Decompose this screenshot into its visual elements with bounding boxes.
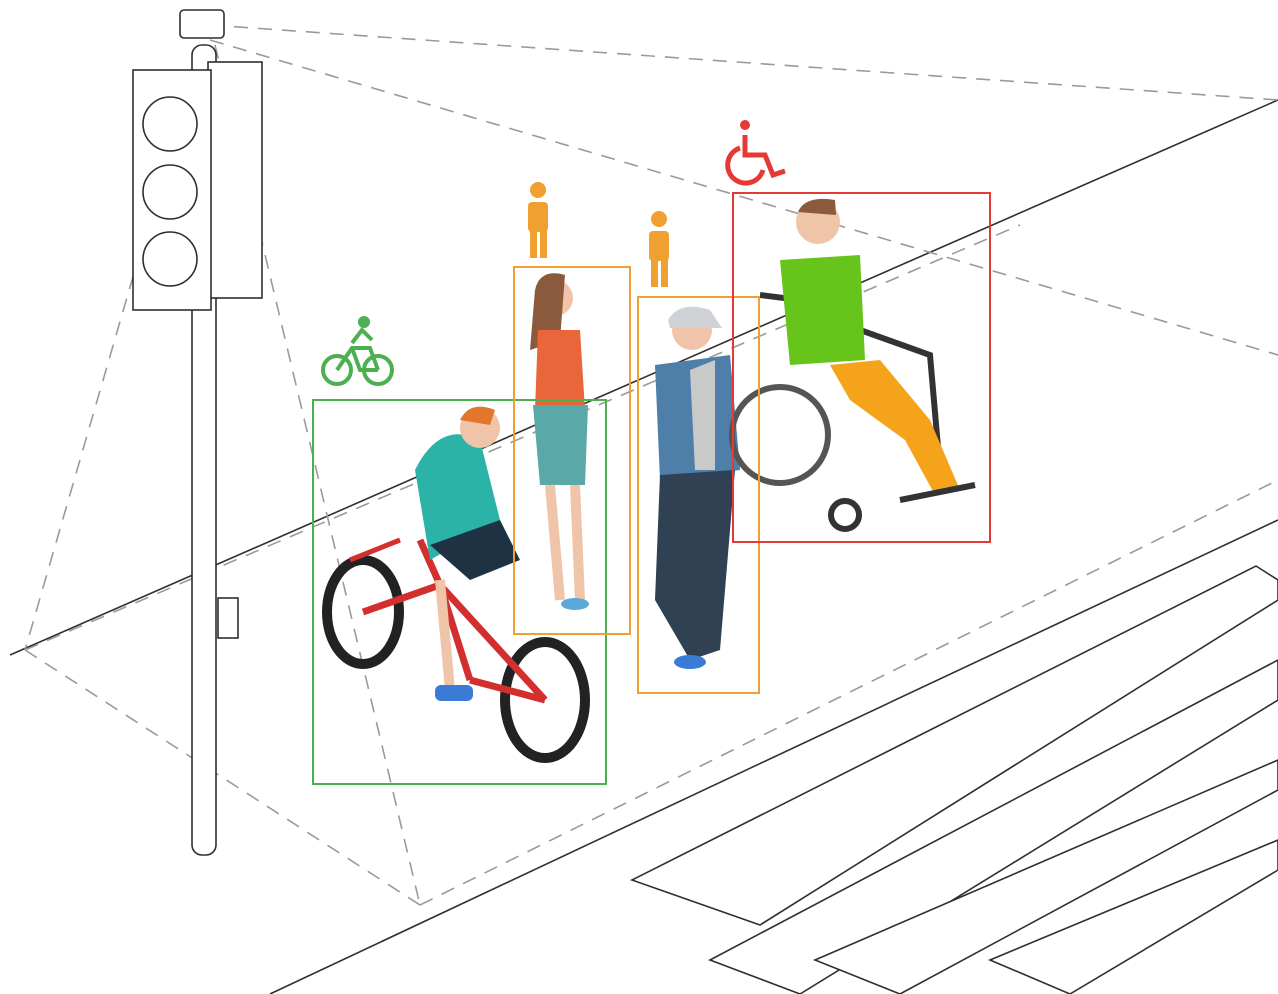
person-icon xyxy=(528,182,548,258)
road xyxy=(9,99,1278,994)
signal-lamp xyxy=(142,164,198,220)
pedestrian-woman-figure xyxy=(530,273,589,610)
person-icon xyxy=(649,211,669,287)
crosswalk-stripe xyxy=(708,659,1278,994)
pedestrian-bounding-box xyxy=(637,296,760,694)
road-edge-near xyxy=(269,519,1278,994)
wheelchair-bounding-box xyxy=(732,192,991,543)
traffic-light xyxy=(132,9,263,856)
camera xyxy=(179,9,225,39)
crosswalk-stripe xyxy=(629,565,1278,926)
crosswalk-stripe xyxy=(987,839,1278,994)
signal-side-housing xyxy=(207,61,263,299)
pedestrian-bounding-box xyxy=(513,266,631,635)
crosswalk xyxy=(629,565,1278,994)
crosswalk-stripe xyxy=(812,759,1278,994)
signal-lamp xyxy=(142,96,198,152)
detection-boxes xyxy=(312,192,991,785)
bicycle-icon xyxy=(321,316,394,386)
signal-lamp xyxy=(142,231,198,287)
road-edge-far xyxy=(9,99,1278,656)
wheelchair-icon xyxy=(725,120,786,186)
pole-button-box xyxy=(217,597,239,639)
cyclist-bounding-box xyxy=(312,399,607,785)
cyclist-figure xyxy=(322,406,590,763)
pedestrian-man-figure xyxy=(655,306,740,669)
